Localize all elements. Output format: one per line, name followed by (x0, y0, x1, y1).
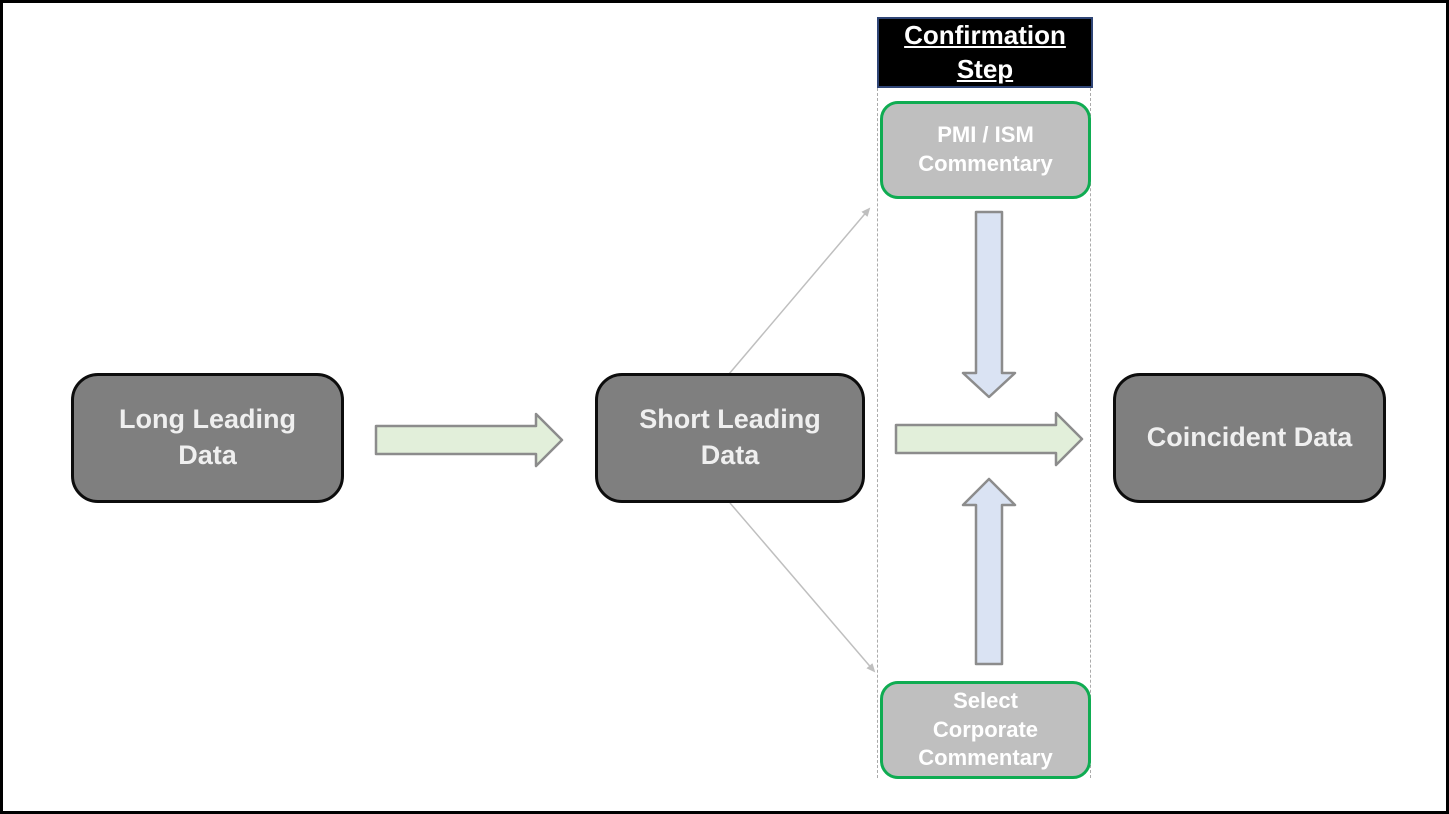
confirmation-step-header: Confirmation Step (877, 17, 1093, 88)
connector-short-to-select (729, 502, 876, 673)
node-pmi-ism-commentary: PMI / ISM Commentary (880, 101, 1091, 199)
green-arrow-long-to-short (374, 412, 564, 468)
node-coincident-data: Coincident Data (1113, 373, 1386, 503)
node-select-corporate-commentary: Select Corporate Commentary (880, 681, 1091, 779)
node-long-leading-data: Long Leading Data (71, 373, 344, 503)
node-short-leading-data: Short Leading Data (595, 373, 865, 503)
connector-short-to-pmi (728, 207, 871, 375)
confirmation-column-guides (877, 88, 1091, 778)
